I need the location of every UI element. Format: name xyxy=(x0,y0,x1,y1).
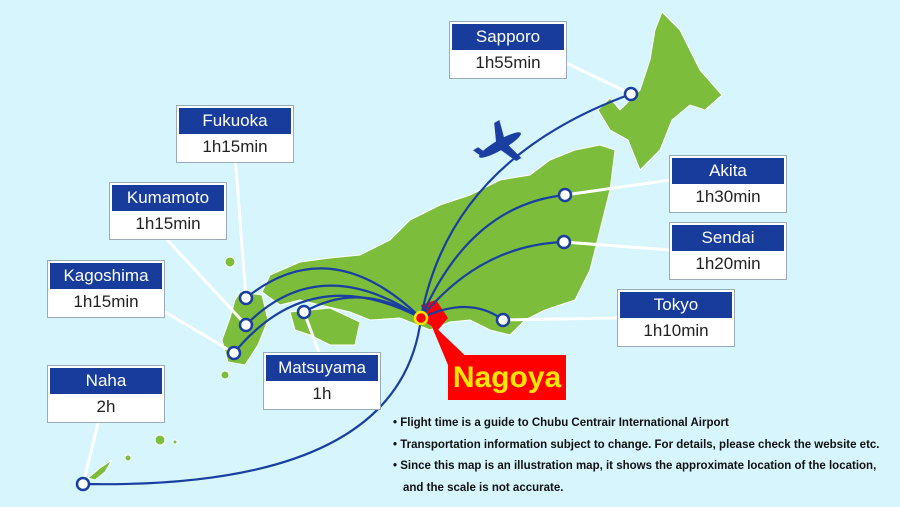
city-markers xyxy=(75,86,639,492)
route-sapporo xyxy=(419,92,632,319)
hub-label-nagoya: Nagoya xyxy=(448,355,566,400)
note: • Since this map is an illustration map,… xyxy=(393,460,877,494)
note: • Transportation information subject to … xyxy=(393,438,880,451)
nagoya-marker xyxy=(413,310,429,326)
routes xyxy=(82,92,632,486)
aichi-region xyxy=(421,300,448,330)
route-akita xyxy=(419,193,566,319)
route-kagoshima xyxy=(233,294,422,354)
route-sendai xyxy=(420,240,565,319)
route-fukuoka xyxy=(245,267,422,319)
route-matsuyama xyxy=(303,296,422,319)
note: • Flight time is a guide to Chubu Centra… xyxy=(393,417,729,429)
route-tokyo xyxy=(420,305,504,321)
nagoya-pointer xyxy=(430,322,475,365)
okinawa xyxy=(86,459,113,481)
airplane-icon xyxy=(472,119,522,162)
hokkaido xyxy=(597,11,723,171)
notes: • Flight time is a guide to Chubu Centra… xyxy=(393,413,893,499)
route-naha xyxy=(82,317,423,486)
route-kumamoto xyxy=(245,284,422,326)
